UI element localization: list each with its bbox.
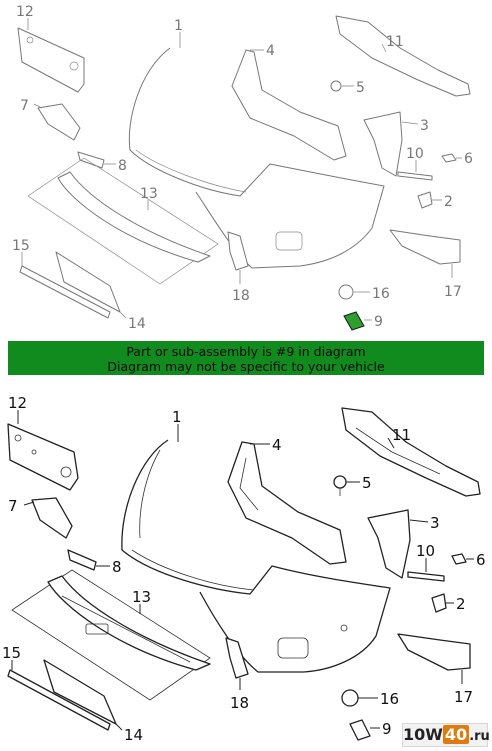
part-3-bracket (367, 509, 411, 579)
callout-12: 12 (16, 4, 34, 20)
callout-9: 9 (382, 720, 392, 738)
callout-6: 6 (476, 551, 486, 569)
part-7-bracket (31, 497, 73, 539)
part-4-reinforcement (231, 49, 347, 161)
callout-1: 1 (174, 18, 183, 34)
callout-5: 5 (356, 80, 365, 96)
watermark-part-b: 40 (442, 725, 470, 744)
callout-8: 8 (112, 558, 122, 576)
part-16-clip (338, 284, 354, 300)
banner-line-1: Part or sub-assembly is #9 in diagram (126, 344, 366, 359)
callout-10: 10 (406, 146, 424, 162)
diagram-bottom-panel: 12 7 8 1 4 11 5 3 10 6 2 (0, 378, 492, 751)
callout-14: 14 (124, 726, 143, 744)
watermark-part-a: 10W (403, 725, 443, 744)
callout-6: 6 (464, 151, 473, 167)
part-8-bracket (77, 151, 105, 169)
part-15-strip (19, 265, 111, 319)
callout-2: 2 (444, 194, 453, 210)
callout-3: 3 (420, 118, 429, 134)
callout-8: 8 (118, 158, 127, 174)
part-9-cap-highlighted (343, 311, 365, 331)
callout-14: 14 (128, 316, 146, 332)
part-3-bracket (363, 111, 403, 177)
part-13-grille (27, 157, 219, 285)
callout-13: 13 (140, 186, 158, 202)
part-18-bracket (225, 637, 249, 679)
callout-7: 7 (20, 98, 29, 114)
callout-16: 16 (380, 690, 399, 708)
info-banner: Part or sub-assembly is #9 in diagram Di… (8, 341, 484, 375)
callout-1: 1 (172, 408, 182, 426)
part-6-clip (441, 153, 457, 163)
part-12-license-bracket (17, 27, 85, 93)
callout-4: 4 (266, 43, 275, 59)
callout-16: 16 (372, 286, 390, 302)
callout-15: 15 (2, 644, 21, 662)
callout-12: 12 (8, 394, 27, 412)
part-17-air-guide (389, 229, 461, 265)
part-7-bracket (37, 103, 81, 141)
callout-15: 15 (12, 238, 30, 254)
callout-7: 7 (8, 497, 18, 515)
part-9-cap (349, 719, 371, 741)
part-12-license-bracket (7, 423, 79, 491)
callout-17: 17 (444, 284, 462, 300)
part-2-retainer (417, 191, 433, 209)
callout-9: 9 (374, 314, 383, 330)
callout-11: 11 (392, 426, 411, 444)
callout-5: 5 (362, 474, 372, 492)
callout-2: 2 (456, 595, 466, 613)
callout-10: 10 (416, 542, 435, 560)
callout-11: 11 (386, 34, 404, 50)
callout-4: 4 (272, 436, 282, 454)
part-10-molding (397, 171, 433, 181)
part-6-clip (451, 553, 467, 565)
part-5-clip (333, 475, 347, 496)
part-15-strip (7, 669, 111, 731)
watermark-part-c: .ru (469, 729, 490, 744)
part-5-clip (330, 80, 342, 92)
callout-18: 18 (230, 694, 249, 712)
part-2-retainer (431, 593, 447, 613)
parts-diagram-top: 12 7 8 1 4 11 5 3 10 6 2 13 (12, 4, 473, 332)
callout-17: 17 (454, 688, 473, 706)
part-18-bracket (227, 231, 249, 271)
part-13-grille (11, 569, 211, 701)
part-11-absorber (335, 15, 471, 97)
part-1-bumper-cover (128, 47, 385, 269)
part-17-air-guide (397, 633, 471, 671)
callout-18: 18 (232, 288, 250, 304)
callout-13: 13 (132, 588, 151, 606)
part-16-clip (341, 689, 359, 707)
part-1-bumper-cover (121, 439, 391, 673)
part-10-molding (407, 571, 445, 582)
part-8-bracket (67, 549, 97, 571)
part-11-absorber (341, 407, 481, 497)
parts-diagram-bottom: 12 7 8 1 4 11 5 3 10 6 2 (2, 394, 486, 744)
callout-3: 3 (430, 514, 440, 532)
diagram-top-panel: 12 7 8 1 4 11 5 3 10 6 2 13 (0, 0, 492, 340)
banner-line-2: Diagram may not be specific to your vehi… (107, 359, 385, 374)
part-4-reinforcement (227, 441, 347, 565)
